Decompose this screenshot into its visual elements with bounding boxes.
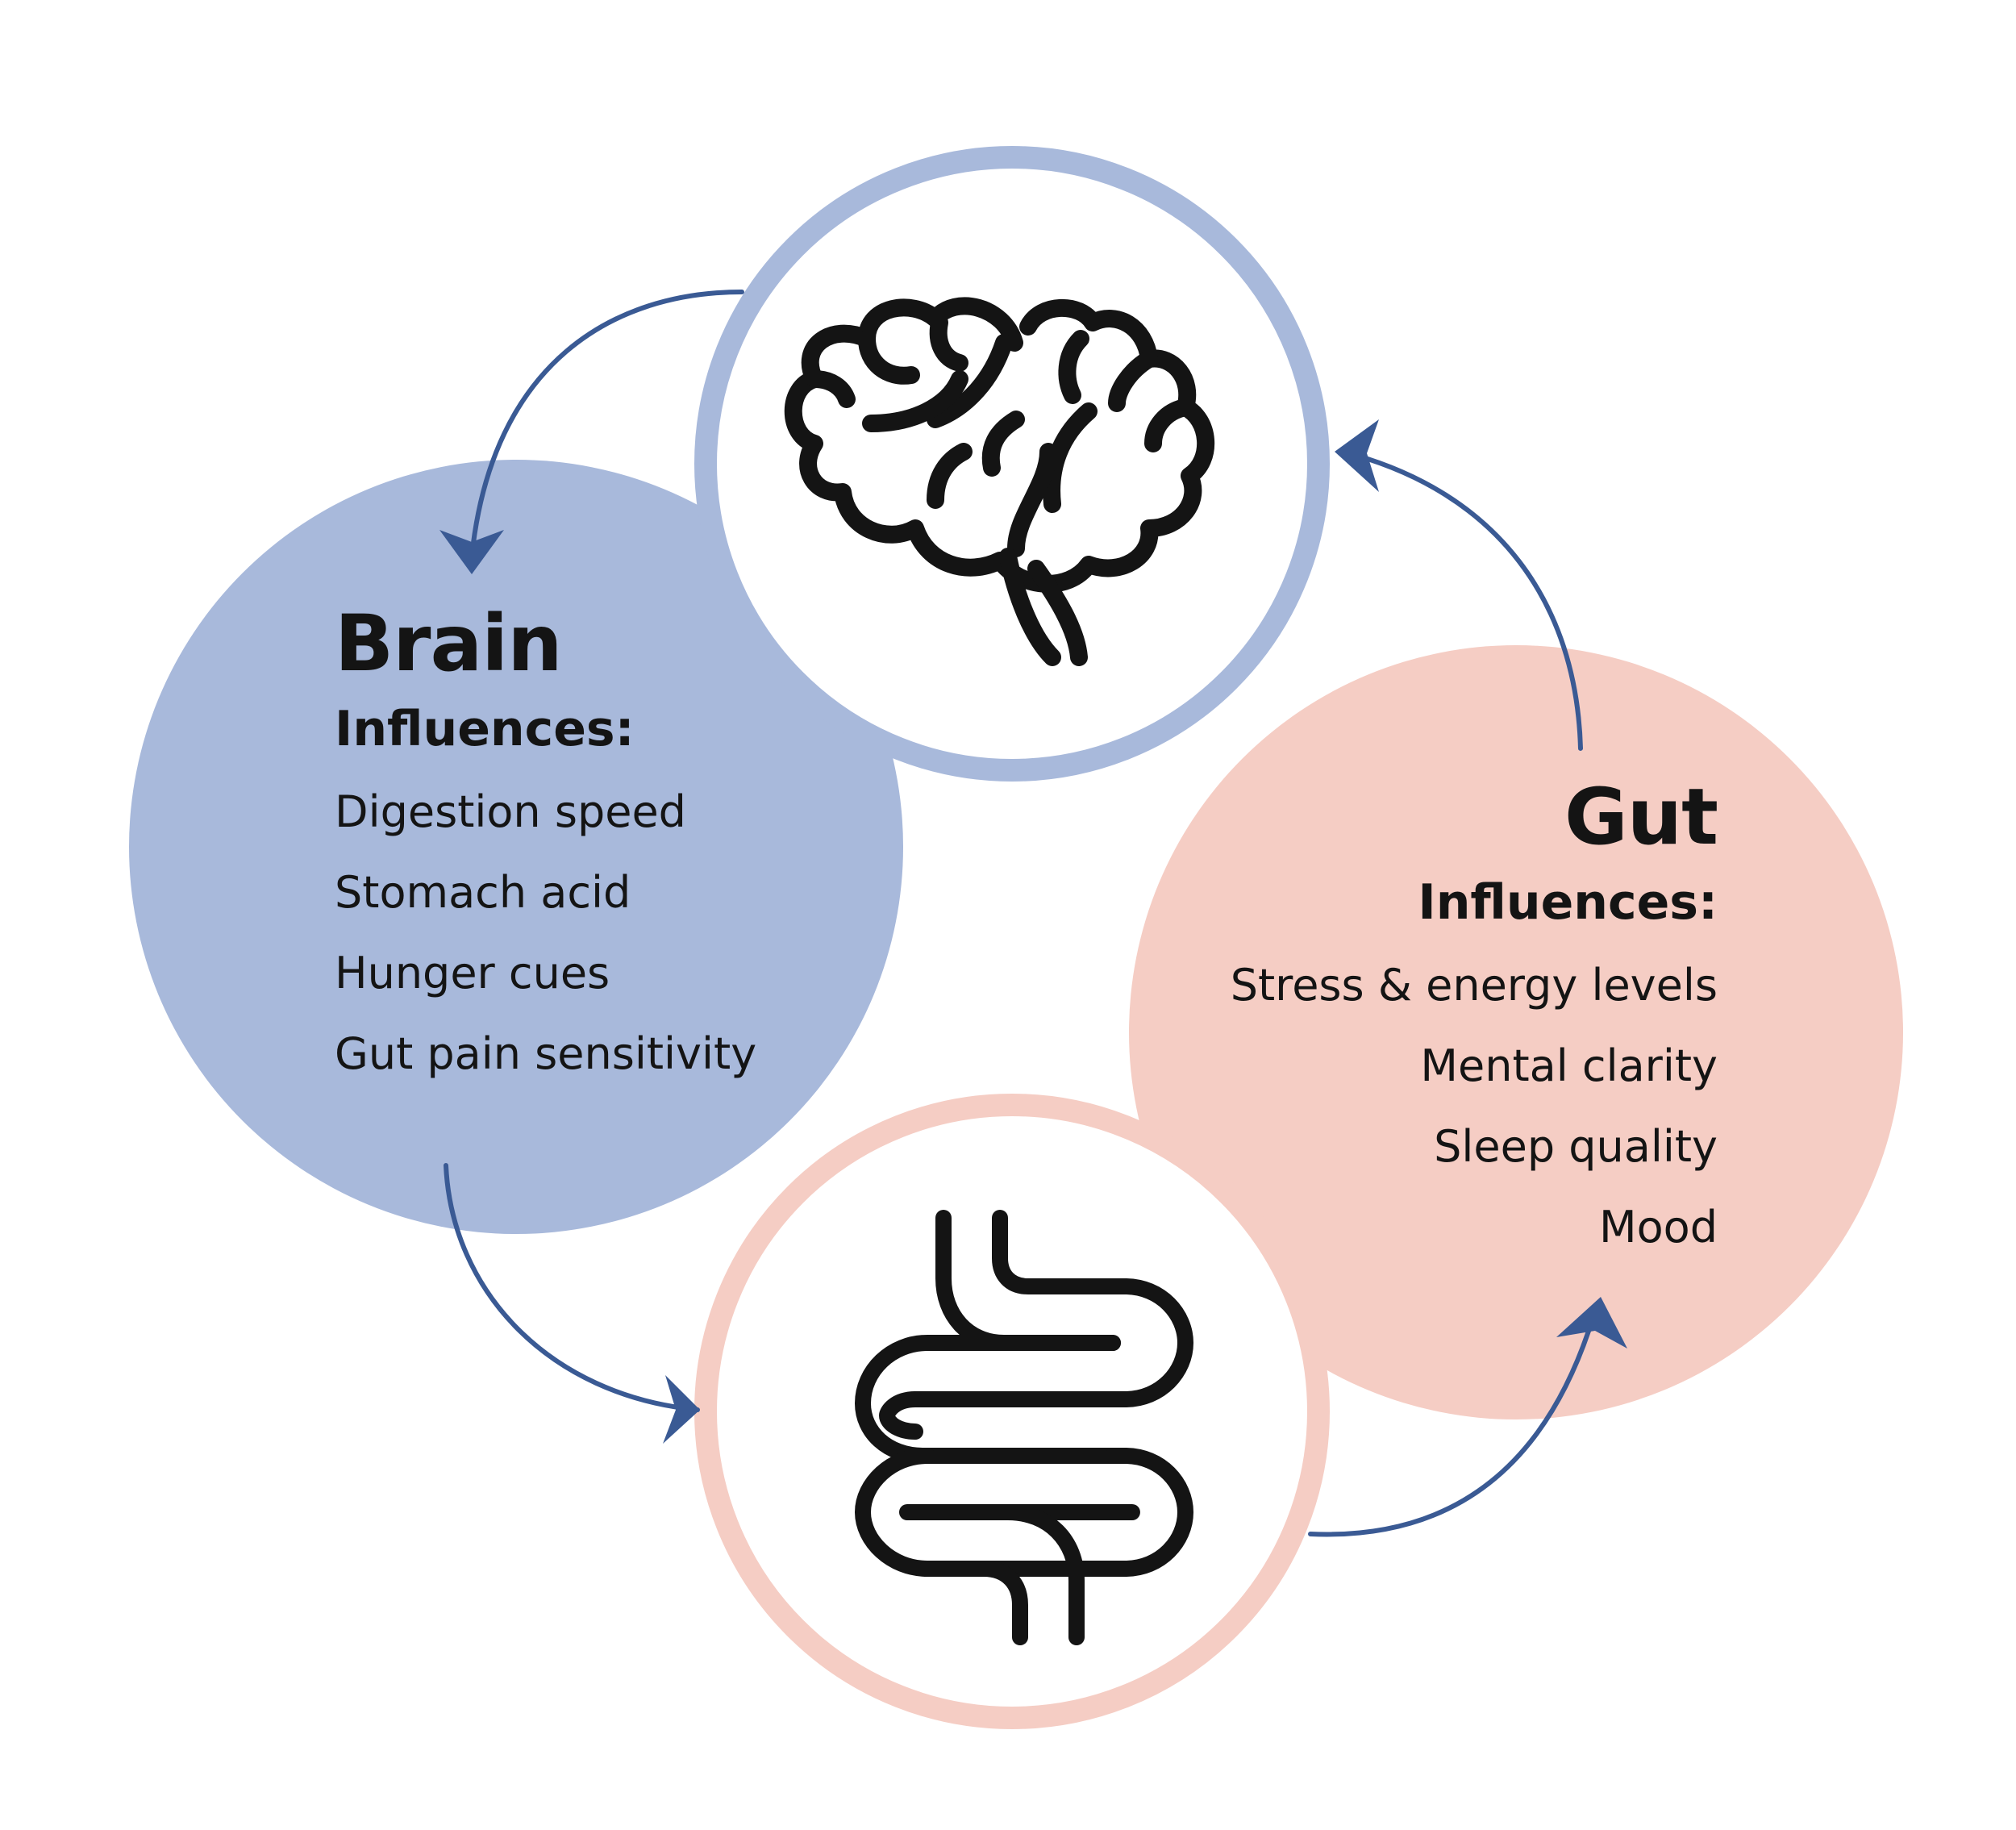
intestine-icon [855, 1210, 1193, 1645]
brain-influence-item: Digestion speed [335, 786, 686, 837]
arrow-gut-circle-to-brain-icon [1340, 449, 1583, 751]
intestine-icon-ring [694, 1094, 1330, 1729]
brain-influence-item: Gut pain sensitivity [335, 1028, 757, 1079]
brain-influence-item: Hunger cues [335, 948, 610, 998]
gut-influence-circle [1129, 645, 1903, 1419]
brain-icon-ring [694, 146, 1330, 782]
gut-title: Gut [1564, 772, 1718, 862]
arrow-brain-circle-to-gut-icon [444, 1163, 700, 1412]
brain-icon [784, 297, 1215, 666]
gut-subtitle: Influences: [1418, 874, 1718, 931]
arrowhead-3 [1556, 1297, 1627, 1349]
brain-influence-circle [129, 460, 903, 1234]
arrowhead-4 [1335, 419, 1379, 492]
brain-subtitle: Influences: [335, 701, 635, 757]
brain-panel: Brain Influences: Digestion speed Stomac… [335, 605, 756, 1113]
gut-panel: Gut Influences: Stress & energy levels M… [1231, 778, 1718, 1286]
arrowhead-2 [663, 1375, 700, 1444]
brain-influence-item: Stomach acid [335, 867, 631, 918]
arrowhead-1 [439, 530, 504, 574]
gut-influences-list: Stress & energy levels Mental clarity Sl… [1231, 964, 1718, 1249]
brain-title: Brain [335, 598, 563, 689]
gut-influence-item: Mood [1599, 1202, 1718, 1253]
gut-influence-item: Mental clarity [1420, 1040, 1718, 1091]
gut-influence-item: Sleep quality [1434, 1121, 1718, 1172]
brain-influences-list: Digestion speed Stomach acid Hunger cues… [335, 790, 756, 1076]
arrow-brain-icon-to-brain-circle [469, 290, 744, 559]
gut-influence-item: Stress & energy levels [1230, 960, 1718, 1011]
arrow-gut-icon-to-gut-circle [1308, 1316, 1595, 1537]
